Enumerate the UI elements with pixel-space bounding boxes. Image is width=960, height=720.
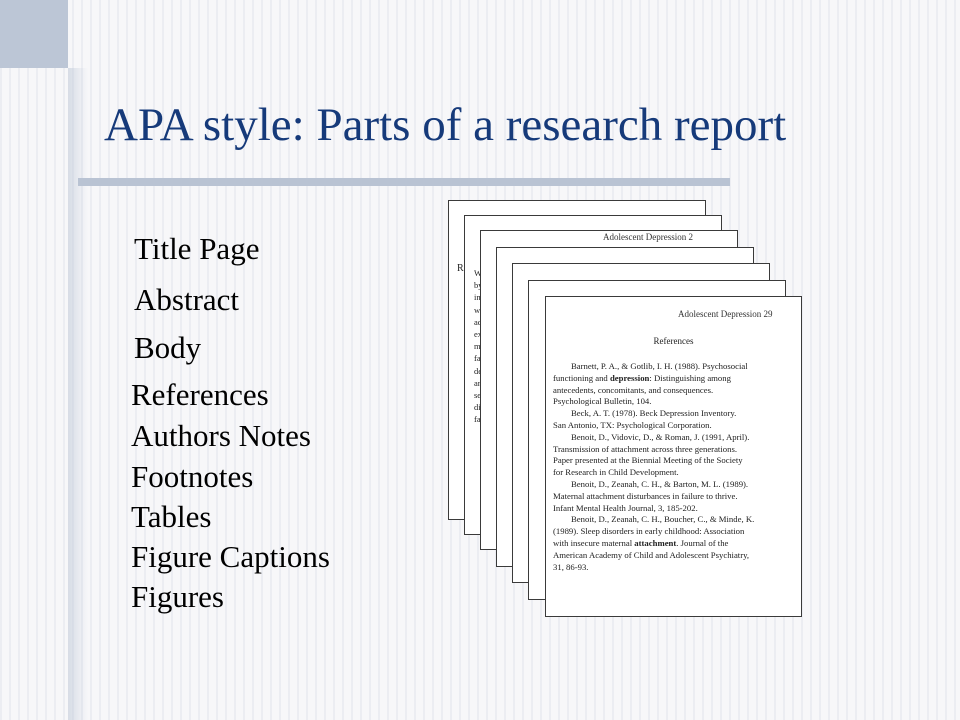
part-title-page: Title Page — [134, 231, 260, 266]
partial-text-line: dif — [474, 402, 484, 413]
reference-keyword: attachment — [634, 537, 677, 548]
partial-text-line: by — [474, 280, 483, 291]
partial-text-line: inv — [474, 291, 486, 303]
page-29-running-head: Adolescent Depression 29 — [678, 309, 773, 319]
reference-line: Maternal attachment disturbances in fail… — [553, 490, 738, 501]
reference-line: for Research in Child Development. — [553, 467, 679, 478]
reference-line: San Antonio, TX: Psychological Corporati… — [553, 419, 712, 430]
reference-line: antecedents, concomitants, and consequen… — [553, 384, 714, 395]
reference-line: functioning and depression: Distinguishi… — [553, 373, 795, 385]
reference-text: functioning and — [553, 372, 610, 383]
partial-text-line: fan — [474, 352, 486, 364]
partial-text-line: sec — [474, 389, 486, 401]
page-2-running-head: Adolescent Depression 2 — [603, 232, 693, 242]
reference-text: : Distinguishing among — [649, 372, 731, 383]
reference-line: Beck, A. T. (1978). Beck Depression Inve… — [571, 408, 737, 419]
partial-page-letter: R — [457, 263, 464, 274]
part-references: References — [131, 377, 269, 412]
part-authors-notes: Authors Notes — [131, 418, 311, 453]
reference-line: Benoit, D., Vidovic, D., & Roman, J. (19… — [571, 431, 750, 442]
manuscript-page-references: Adolescent Depression 29 References Barn… — [545, 296, 802, 617]
part-abstract: Abstract — [134, 282, 240, 317]
references-list: Barnett, P. A., & Gotlib, I. H. (1988). … — [553, 361, 795, 573]
reference-line: Benoit, D., Zeanah, C. H., Boucher, C., … — [571, 514, 755, 525]
part-tables: Tables — [131, 499, 212, 534]
reference-line: Psychological Bulletin, 104. — [553, 396, 652, 407]
slide-title: APA style: Parts of a research report — [104, 99, 787, 151]
part-figures: Figures — [131, 579, 224, 614]
references-heading: References — [653, 336, 694, 346]
reference-line: 31, 86-93. — [553, 561, 589, 572]
reference-line: Transmission of attachment across three … — [553, 443, 738, 454]
partial-text-line: ma — [474, 340, 486, 352]
reference-text: . Journal of the — [676, 537, 729, 548]
reference-line: Infant Mental Health Journal, 3, 185-202… — [553, 502, 698, 513]
corner-decoration — [0, 0, 68, 68]
left-rule-decoration — [68, 68, 88, 720]
partial-text-line: wit — [474, 304, 486, 316]
reference-line: American Academy of Child and Adolescent… — [553, 549, 750, 560]
reference-line: Benoit, D., Zeanah, C. H., & Barton, M. … — [571, 478, 749, 489]
partial-text-line: fan — [474, 413, 486, 425]
reference-line: with insecure maternal attachment. Journ… — [553, 538, 795, 550]
part-figure-captions: Figure Captions — [131, 539, 330, 574]
reference-line: (1989). Sleep disorders in early childho… — [553, 526, 745, 537]
reference-line: Barnett, P. A., & Gotlib, I. H. (1988). … — [571, 361, 748, 371]
reference-line: Paper presented at the Biennial Meeting … — [553, 455, 743, 466]
part-body: Body — [134, 330, 202, 365]
reference-keyword: depression — [609, 372, 650, 383]
partial-text-line: We — [474, 267, 486, 279]
part-footnotes: Footnotes — [131, 459, 254, 494]
reference-text: with insecure maternal — [553, 537, 635, 548]
title-underline-bar — [78, 178, 730, 186]
